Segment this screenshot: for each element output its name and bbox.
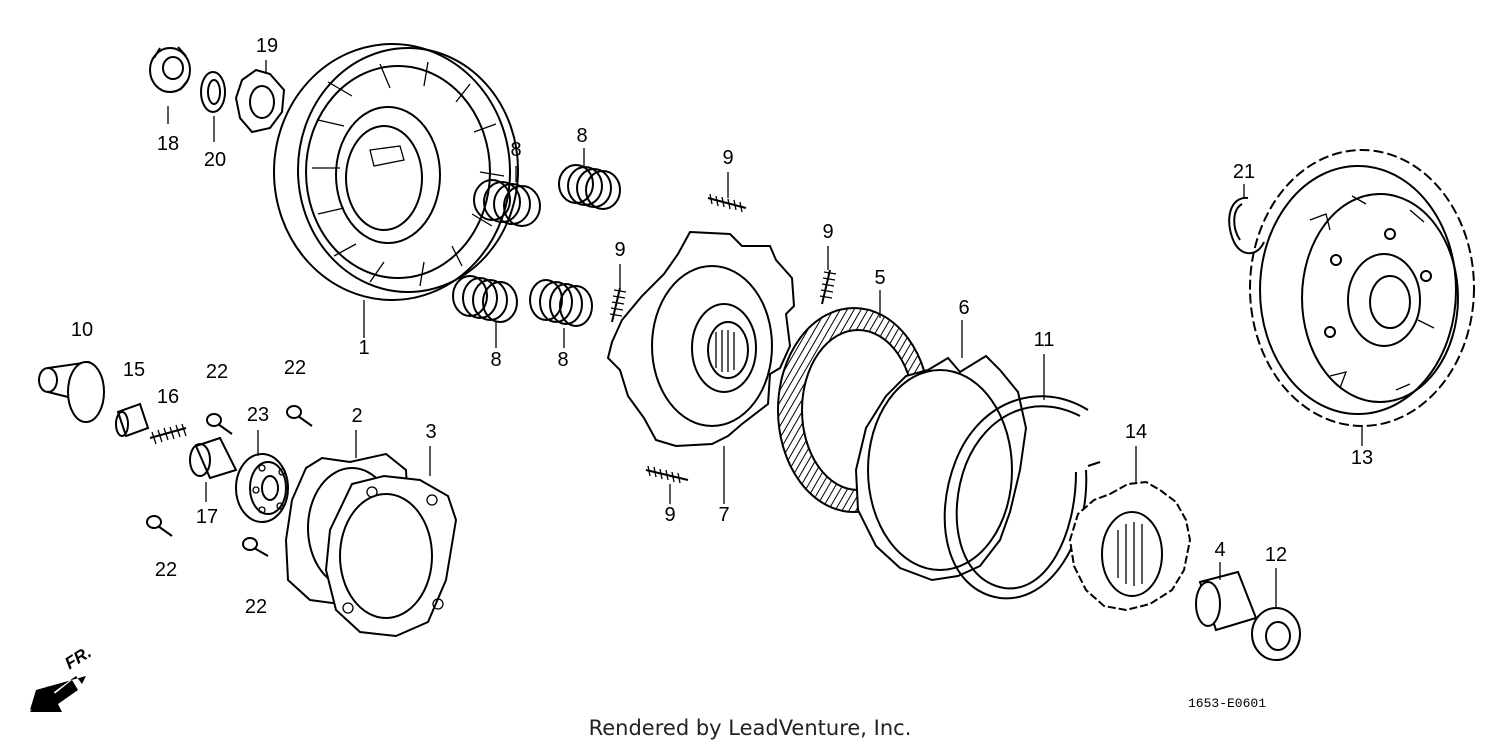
bolt-part-22a xyxy=(206,413,233,435)
callout-17: 17 xyxy=(195,506,219,528)
small-spring-part-9d xyxy=(645,465,689,484)
callout-11: 11 xyxy=(1033,329,1055,351)
callout-9c: 9 xyxy=(822,221,834,243)
shaft-part-10 xyxy=(38,361,105,423)
small-spring-part-9b xyxy=(609,287,627,323)
callout-16: 16 xyxy=(156,386,180,408)
leader-lines xyxy=(167,60,1363,608)
clutch-outer-part-1 xyxy=(273,43,519,301)
credit-text: Rendered by LeadVenture, Inc. xyxy=(588,716,912,740)
needle-bearing-part-4 xyxy=(1195,570,1258,632)
bolt-part-22b xyxy=(286,405,313,427)
callout-9a: 9 xyxy=(722,147,734,169)
callout-5: 5 xyxy=(874,267,886,289)
callout-1: 1 xyxy=(358,337,370,359)
gear-part-14 xyxy=(1068,480,1192,612)
callout-15: 15 xyxy=(122,359,146,381)
figure-code: 1653-E0601 xyxy=(1188,696,1267,711)
spring-part-8c xyxy=(452,275,518,323)
collar-part-15 xyxy=(115,402,150,438)
callout-9d: 9 xyxy=(664,504,676,526)
callout-19: 19 xyxy=(255,35,279,57)
callout-9b: 9 xyxy=(614,239,626,261)
small-spring-part-9c xyxy=(819,269,837,305)
spring-part-8b xyxy=(558,164,621,210)
small-spring-part-9a xyxy=(707,193,747,213)
callout-12: 12 xyxy=(1264,544,1288,566)
callout-22c: 22 xyxy=(154,559,178,581)
bearing-part-23 xyxy=(235,453,289,523)
callout-8b: 8 xyxy=(576,125,588,147)
clutch-plate-part-6 xyxy=(854,354,1028,582)
callout-13: 13 xyxy=(1350,447,1374,469)
callout-8a: 8 xyxy=(510,139,522,161)
castle-nut-part-18 xyxy=(149,46,191,93)
callout-10: 10 xyxy=(70,319,94,341)
callout-3: 3 xyxy=(425,421,437,443)
bolt-part-22c xyxy=(146,515,173,537)
driven-gear-part-13 xyxy=(1249,149,1475,427)
callout-2: 2 xyxy=(351,405,363,427)
gasket-part-3 xyxy=(324,474,458,638)
callout-14: 14 xyxy=(1124,421,1148,443)
callout-4: 4 xyxy=(1214,539,1226,561)
spring-part-16 xyxy=(149,423,187,445)
washer-part-20 xyxy=(200,71,226,113)
spring-part-8a xyxy=(473,179,541,227)
callout-23: 23 xyxy=(246,404,270,426)
spring-part-8d xyxy=(529,279,593,327)
callout-22a: 22 xyxy=(205,361,229,383)
callout-7: 7 xyxy=(718,504,730,526)
lock-washer-part-19 xyxy=(234,68,286,134)
callout-20: 20 xyxy=(203,149,227,171)
callout-8c: 8 xyxy=(490,349,502,371)
callout-22b: 22 xyxy=(283,357,307,379)
front-direction-arrow-icon xyxy=(30,676,86,712)
sleeve-part-17 xyxy=(189,436,238,480)
callout-8d: 8 xyxy=(557,349,569,371)
callout-6: 6 xyxy=(958,297,970,319)
callout-21: 21 xyxy=(1232,161,1256,183)
callout-22d: 22 xyxy=(244,596,268,618)
circlip-part-21 xyxy=(1228,196,1265,255)
bolt-part-22d xyxy=(242,537,269,557)
snap-ring-part-11 xyxy=(943,395,1101,600)
washer-part-12 xyxy=(1251,607,1301,661)
clutch-center-part-7 xyxy=(606,230,796,448)
callout-18: 18 xyxy=(156,133,180,155)
